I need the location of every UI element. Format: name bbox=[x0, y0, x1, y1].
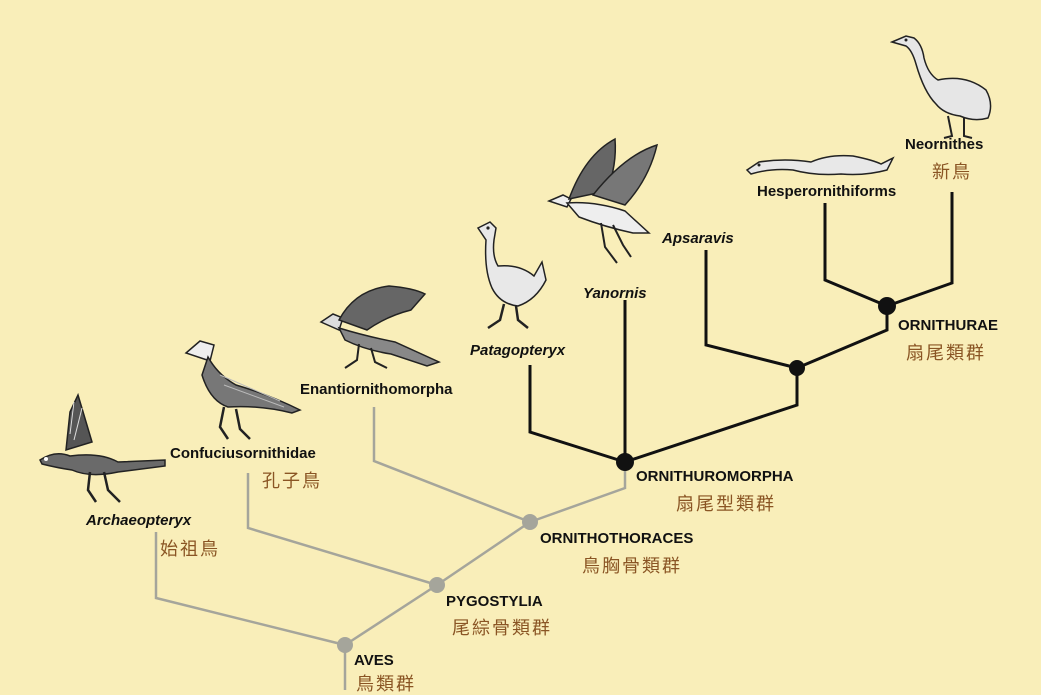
taxon-label-neornithes: Neornithes bbox=[905, 136, 983, 153]
enantiornithomorpha-illustration bbox=[315, 280, 445, 375]
taxon-label-patagopteryx: Patagopteryx bbox=[470, 342, 565, 359]
node-ornithothoraces bbox=[522, 514, 538, 530]
node-aves bbox=[337, 637, 353, 653]
clade-label-ornithuromorpha: ORNITHUROMORPHA bbox=[636, 468, 794, 485]
taxon-zh-neornithes: 新鳥 bbox=[932, 158, 972, 184]
hesperornithiforms-illustration bbox=[745, 150, 895, 180]
taxon-label-hesperornithiforms: Hesperornithiforms bbox=[757, 183, 896, 200]
archaeopteryx-illustration bbox=[30, 390, 170, 510]
branch-pygostylia-ornithothoraces bbox=[437, 522, 530, 585]
node-pygostylia bbox=[429, 577, 445, 593]
node-apsaravis-clade bbox=[789, 360, 805, 376]
clade-zh-pygostylia: 尾綜骨類群 bbox=[452, 614, 552, 640]
taxon-label-archaeopteryx: Archaeopteryx bbox=[86, 512, 191, 529]
node-ornithuromorpha bbox=[616, 453, 634, 471]
branch-neornithes bbox=[887, 192, 952, 306]
taxon-label-enantiornithomorpha: Enantiornithomorpha bbox=[300, 381, 453, 398]
taxon-label-apsaravis: Apsaravis bbox=[662, 230, 734, 247]
branch-ornithuromorpha-apsaravis-node bbox=[625, 368, 797, 462]
clade-zh-ornithuromorpha: 扇尾型類群 bbox=[676, 490, 776, 516]
branch-ornithothoraces-ornithuromorpha bbox=[530, 462, 625, 522]
branch-apsaravis bbox=[706, 250, 797, 368]
yanornis-illustration bbox=[545, 135, 665, 270]
clade-zh-ornithothoraces: 鳥胸骨類群 bbox=[582, 552, 682, 578]
branch-aves-pygostylia bbox=[345, 585, 437, 645]
branch-patagopteryx bbox=[530, 365, 625, 462]
clade-zh-aves: 鳥類群 bbox=[356, 670, 416, 696]
branch-apsaravis-node-ornithurae bbox=[797, 306, 887, 368]
node-ornithurae bbox=[878, 297, 896, 315]
patagopteryx-illustration bbox=[470, 220, 550, 335]
taxon-label-yanornis: Yanornis bbox=[583, 285, 647, 302]
branch-enantiornithomorpha bbox=[374, 407, 530, 522]
taxon-label-confuciusornithidae: Confuciusornithidae bbox=[170, 445, 316, 462]
clade-label-ornithothoraces: ORNITHOTHORACES bbox=[540, 530, 693, 547]
neornithes-illustration bbox=[890, 28, 1000, 140]
clade-label-pygostylia: PYGOSTYLIA bbox=[446, 593, 543, 610]
clade-label-aves: AVES bbox=[354, 652, 394, 669]
confuciusornithidae-illustration bbox=[180, 335, 305, 445]
taxon-zh-confuciusornithidae: 孔子鳥 bbox=[262, 467, 322, 493]
taxon-zh-archaeopteryx: 始祖鳥 bbox=[160, 535, 220, 561]
branch-hesperornithiforms bbox=[825, 203, 887, 306]
clade-label-ornithurae: ORNITHURAE bbox=[898, 317, 998, 334]
clade-zh-ornithurae: 扇尾類群 bbox=[906, 339, 986, 365]
